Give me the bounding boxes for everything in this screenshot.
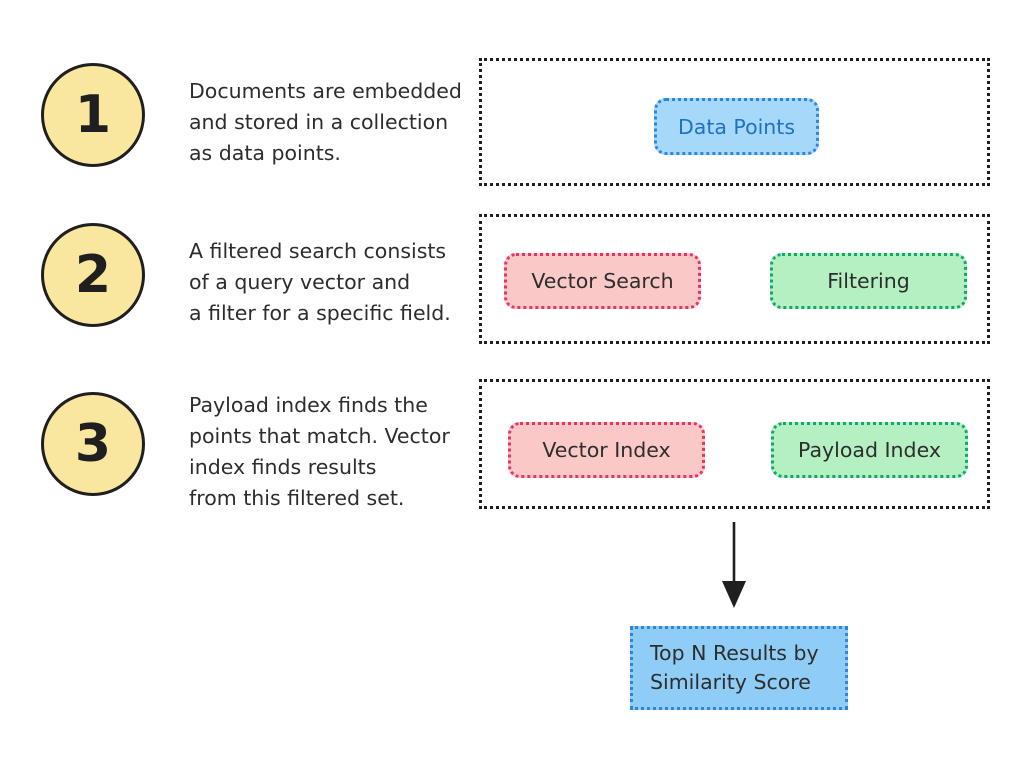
chip-data-points[interactable]: Data Points [654, 98, 819, 155]
down-arrow-icon [722, 522, 746, 608]
chip-label-payload-index: Payload Index [798, 438, 941, 462]
step-number-circle-1: 1 [41, 63, 145, 167]
chip-payload-index[interactable]: Payload Index [771, 422, 968, 478]
stage-container-3: Vector Index Payload Index [479, 379, 990, 509]
step-number-2: 2 [74, 245, 112, 305]
chip-label-vector-search: Vector Search [531, 269, 674, 293]
stage-container-1: Data Points [479, 58, 990, 186]
step-number-3: 3 [74, 414, 112, 474]
step-description-1: Documents are embedded and stored in a c… [189, 79, 462, 165]
step-description-2: A filtered search consists of a query ve… [189, 239, 451, 325]
step-description-3: Payload index finds the points that matc… [189, 393, 450, 510]
chip-filtering[interactable]: Filtering [770, 253, 967, 309]
step-number-1: 1 [74, 85, 112, 145]
chip-vector-index[interactable]: Vector Index [508, 422, 705, 478]
stage-container-2: Vector Search Filtering [479, 214, 990, 344]
chip-label-filtering: Filtering [827, 269, 910, 293]
chip-label-vector-index: Vector Index [542, 438, 671, 462]
chip-label-data-points: Data Points [677, 114, 796, 139]
step-number-circle-2: 2 [41, 223, 145, 327]
result-box[interactable]: Top N Results by Similarity Score [630, 626, 848, 710]
result-box-label: Top N Results by Similarity Score [650, 641, 819, 694]
step-number-circle-3: 3 [41, 392, 145, 496]
chip-vector-search[interactable]: Vector Search [504, 253, 701, 309]
